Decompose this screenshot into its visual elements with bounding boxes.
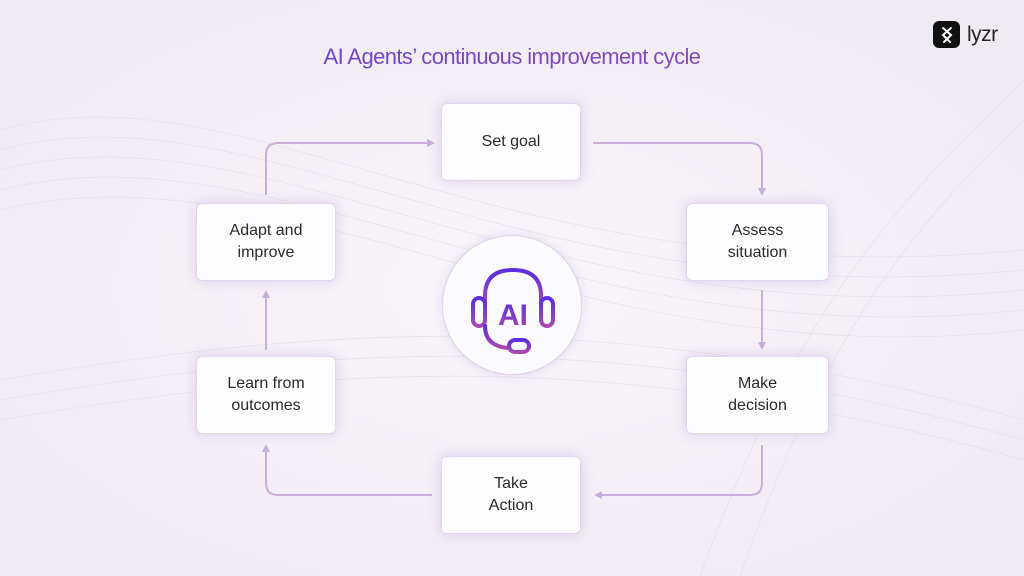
lyzr-logo: lyzr bbox=[933, 21, 998, 48]
center-ai-label: AI bbox=[498, 299, 528, 332]
page-title: AI Agents’ continuous improvement cycle bbox=[0, 44, 1024, 70]
arrow-adapt-to-goal bbox=[265, 139, 435, 195]
logo-text: lyzr bbox=[967, 22, 998, 46]
arrow-decision-to-action bbox=[594, 445, 763, 499]
arrow-goal-to-assess bbox=[593, 142, 766, 196]
step-set-goal: Set goal bbox=[441, 103, 581, 181]
step-adapt-and-improve: Adapt and improve bbox=[196, 203, 336, 281]
step-assess-situation: Assess situation bbox=[686, 203, 829, 281]
step-take-action: Take Action bbox=[441, 456, 581, 534]
step-learn-from-outcomes: Learn from outcomes bbox=[196, 356, 336, 434]
arrow-action-to-learn bbox=[262, 444, 432, 496]
center-ai-circle: AI bbox=[442, 235, 582, 375]
headset-icon: AI bbox=[471, 267, 555, 354]
lyzr-logo-icon bbox=[933, 21, 960, 48]
step-make-decision: Make decision bbox=[686, 356, 829, 434]
